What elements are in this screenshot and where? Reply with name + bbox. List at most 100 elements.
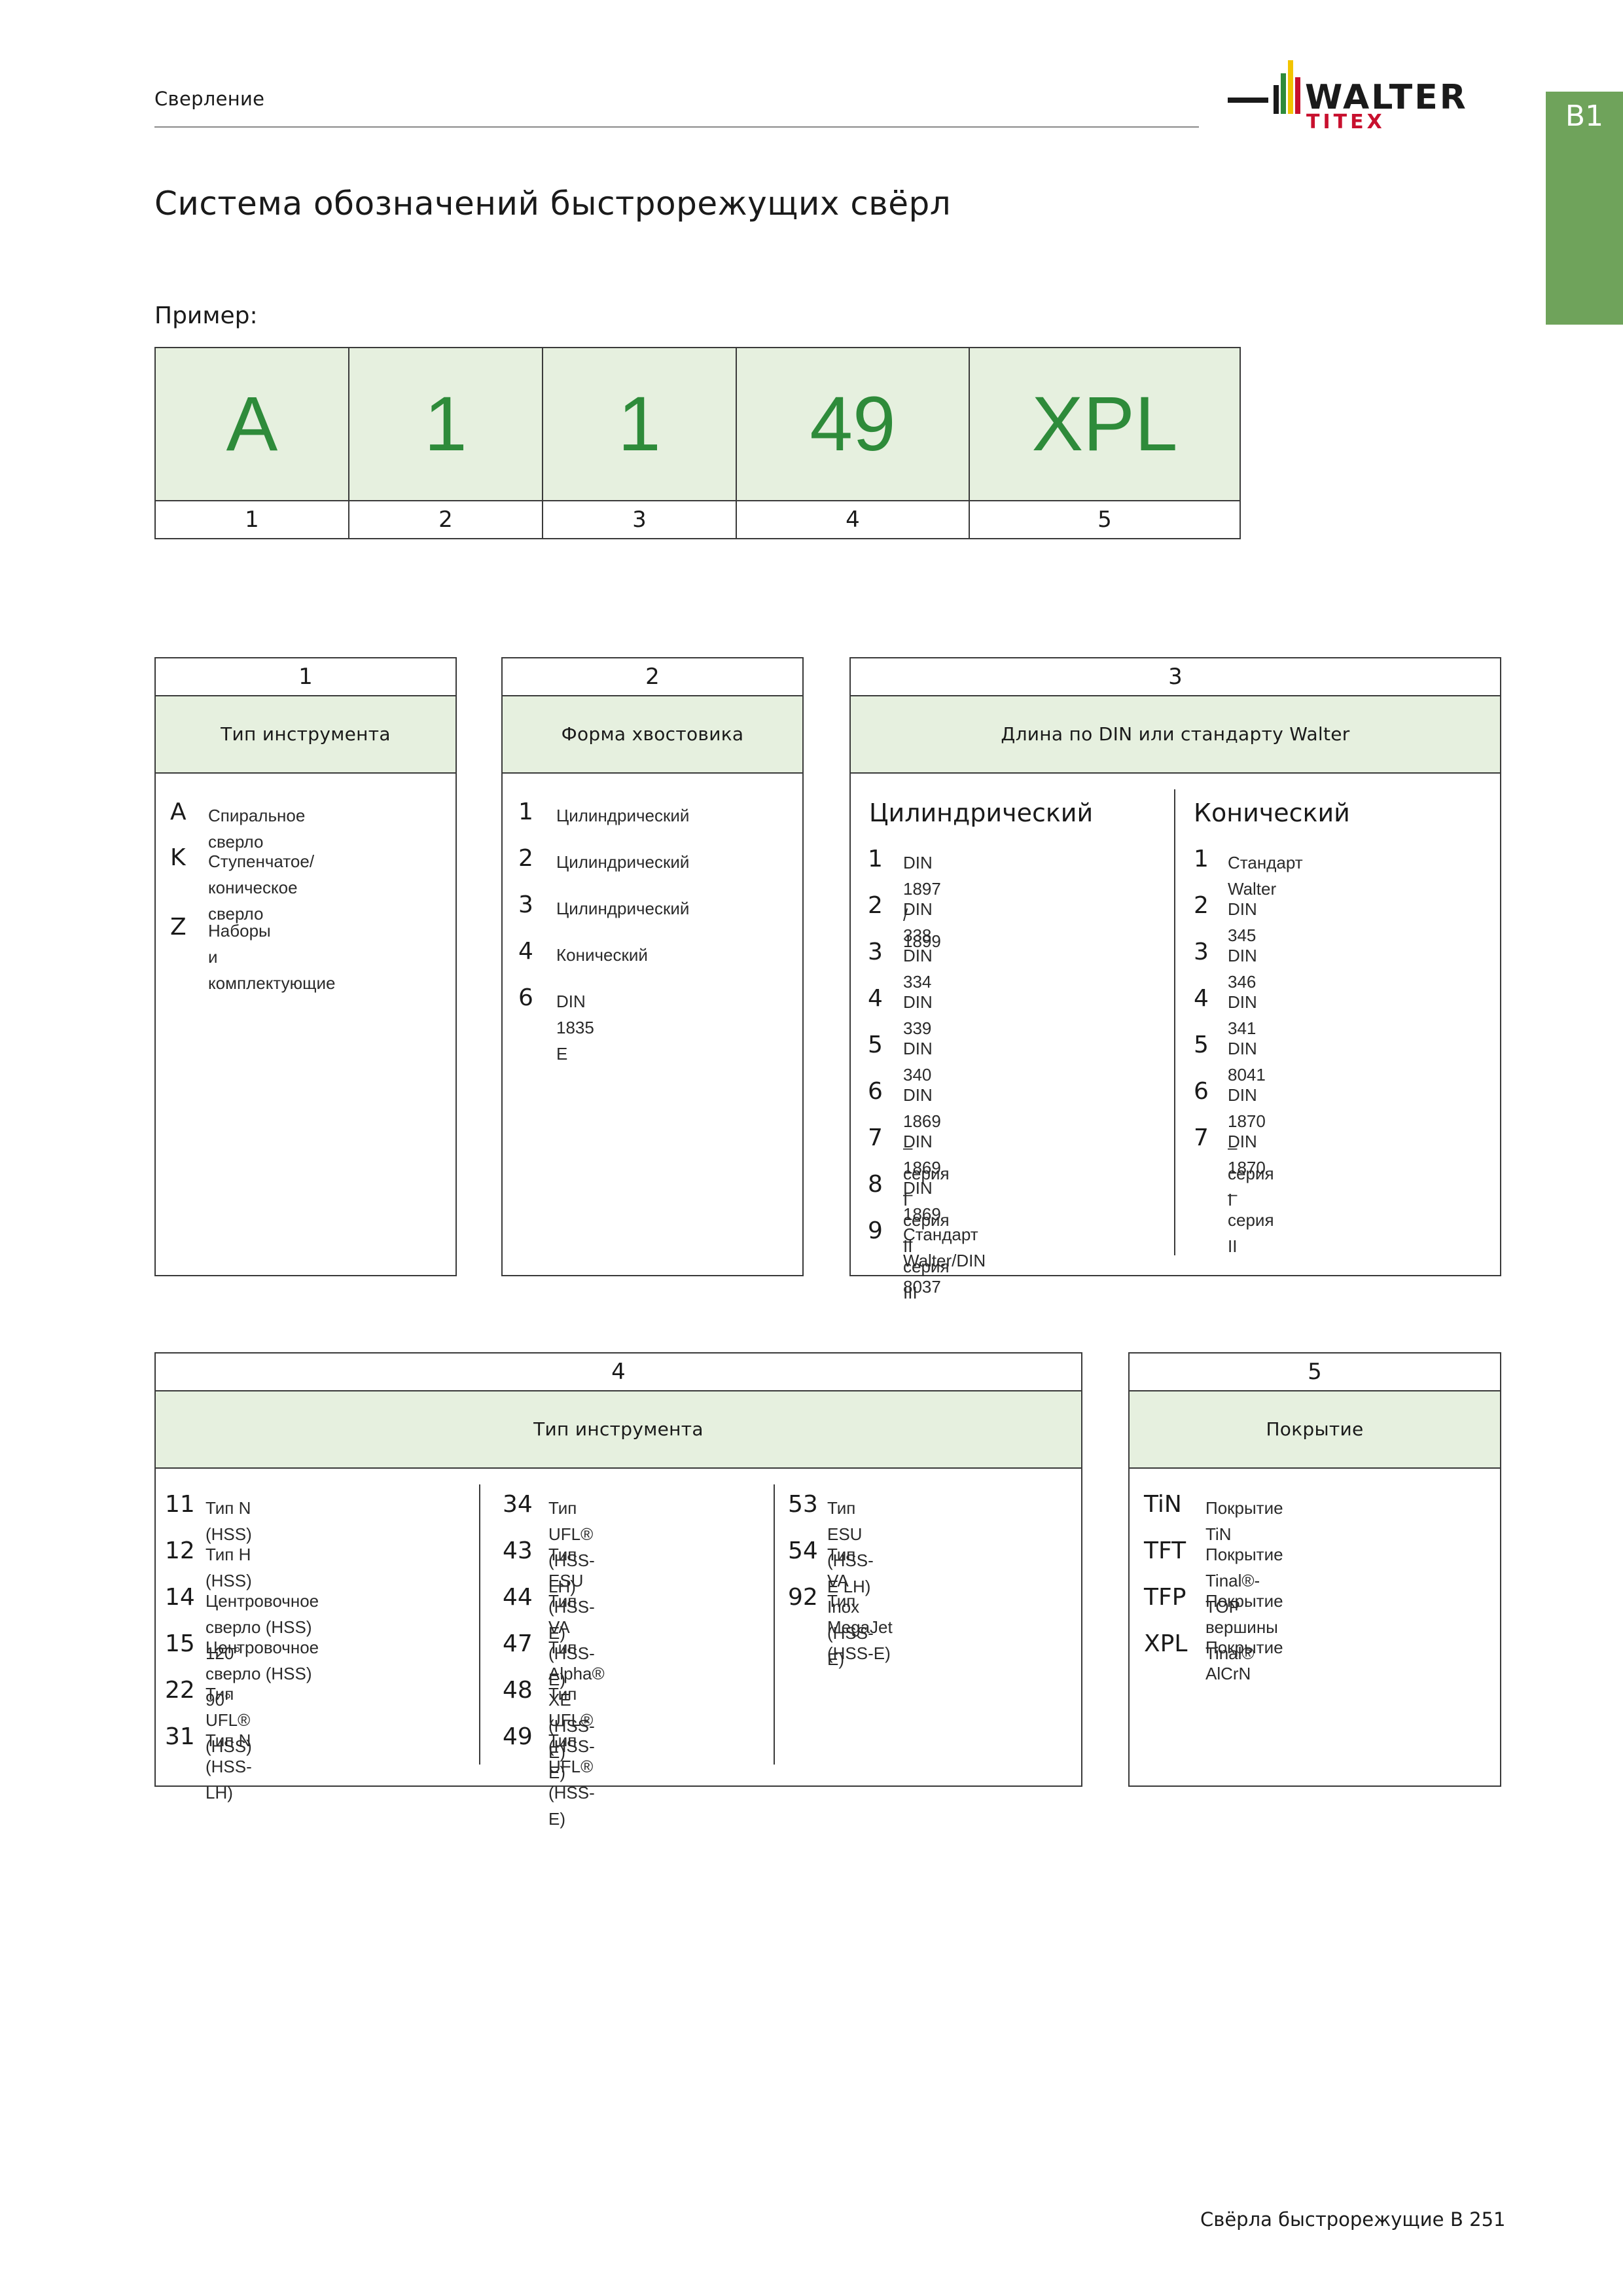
item-label: DIN 346 (1228, 946, 1257, 992)
item-label: Цилиндрический (556, 899, 690, 918)
item-label: Тип VA Inox (HSS-E) (827, 1545, 874, 1669)
box-heading: Тип инструмента (156, 1391, 1081, 1469)
item-label: Покрытие вершины Tinal® (1205, 1591, 1283, 1663)
item-code: 12 (165, 1537, 195, 1564)
item-code: 8 (868, 1171, 883, 1198)
item-code: TiN (1144, 1491, 1182, 1518)
example-index-2: 2 (348, 500, 543, 539)
example-label: Пример: (154, 302, 258, 329)
box-heading: Тип инструмента (156, 696, 455, 774)
item-code: 53 (788, 1491, 818, 1518)
item-label: Тип UFL® (HSS) (205, 1684, 252, 1756)
item-label: Тип UFL® (HSS-E) (548, 1731, 595, 1829)
tool-type-code-box: 4 Тип инструмента 11 Тип N (HSS) 12 Тип H … (154, 1352, 1082, 1829)
column-heading-conical: Конический (1194, 798, 1350, 827)
box-number: 4 (156, 1354, 1081, 1391)
item-code: 2 (868, 892, 883, 919)
item-label-line2: и комплектующие (208, 947, 336, 993)
item-label: Стандарт Walter (1228, 853, 1303, 899)
box-number: 2 (503, 658, 802, 696)
item-code: TFT (1144, 1537, 1186, 1564)
example-code-table: A 1 1 49 XPL 1 2 3 4 5 (154, 347, 1241, 539)
item-label-line2: коническое сверло (208, 878, 298, 924)
item-label: DIN 340 (903, 1039, 933, 1085)
item-label: Тип VA (HSS-E) (548, 1591, 595, 1689)
item-label: Покрытие TiN (1205, 1498, 1283, 1544)
chapter-tab[interactable]: B1 (1546, 92, 1623, 325)
item-label: Наборы (208, 921, 271, 941)
header-divider (154, 126, 1199, 128)
item-label: Тип H (HSS) (205, 1545, 252, 1590)
box-heading: Длина по DIN или стандарту Walter (851, 696, 1500, 774)
item-label: DIN 341 (1228, 992, 1257, 1038)
svg-text:TITEX: TITEX (1306, 111, 1385, 134)
example-code-3: 1 (542, 347, 737, 501)
item-code: 54 (788, 1537, 818, 1564)
box-heading: Покрытие (1130, 1391, 1500, 1469)
item-code: 7 (1194, 1124, 1209, 1151)
item-label: DIN 1897 / 1899 (903, 853, 941, 951)
chapter-tab-label: B1 (1565, 99, 1604, 133)
item-code: XPL (1144, 1630, 1188, 1657)
item-code: 48 (503, 1677, 533, 1704)
svg-text:WALTER: WALTER (1305, 78, 1468, 117)
column-divider (479, 1484, 480, 1765)
item-code: 31 (165, 1723, 195, 1750)
footer-title: Свёрла быстрорежущие (1200, 2208, 1444, 2231)
item-label: DIN 8041 (1228, 1039, 1266, 1085)
item-code: 4 (518, 938, 533, 965)
item-label: Центровочное сверло (HSS) 90° (205, 1638, 319, 1710)
item-label: DIN 1869 – серия I (903, 1085, 950, 1210)
item-code: 43 (503, 1537, 533, 1564)
item-code: 3 (518, 891, 533, 918)
example-code-1: A (154, 347, 349, 501)
item-code: 49 (503, 1723, 533, 1750)
tool-type-box: 1 Тип инструмента A Спиральное сверло K … (154, 657, 457, 1276)
item-code: 3 (868, 939, 883, 965)
item-label: Тип N (HSS) (205, 1498, 252, 1544)
item-code: 1 (1194, 846, 1209, 872)
item-label: Покрытие Tinal®-TOP (1205, 1545, 1283, 1617)
page-number: B 251 (1450, 2208, 1506, 2231)
box-number: 5 (1130, 1354, 1500, 1391)
item-code: 6 (868, 1078, 883, 1105)
item-label: Тип MegaJet (HSS-E) (827, 1591, 893, 1663)
item-code: 2 (518, 845, 533, 872)
item-code: K (170, 844, 186, 871)
box-number: 3 (851, 658, 1500, 696)
item-label: Тип UFL® (HSS-LH) (548, 1498, 595, 1596)
example-index-5: 5 (969, 500, 1241, 539)
item-code: 15 (165, 1630, 195, 1657)
item-code: Z (170, 914, 187, 941)
item-code: 5 (1194, 1031, 1209, 1058)
box-heading: Форма хвостовика (503, 696, 802, 774)
item-code: 5 (868, 1031, 883, 1058)
item-code: 2 (1194, 892, 1209, 919)
item-label: Ступенчатое/ (208, 852, 315, 871)
item-code: 11 (165, 1491, 195, 1518)
column-divider (774, 1484, 775, 1765)
item-label: Тип ESU (HSS-E LH) (827, 1498, 874, 1596)
item-label: DIN 1835 E (556, 992, 594, 1064)
item-label: Цилиндрический (556, 852, 690, 872)
item-label: DIN 334 (903, 946, 933, 992)
column-heading-cylindrical: Цилиндрический (869, 798, 1094, 827)
column-divider (1174, 789, 1175, 1255)
item-code: 34 (503, 1491, 533, 1518)
box-number: 1 (156, 658, 455, 696)
item-label: DIN 1869 – серия II (903, 1132, 950, 1256)
item-label: Стандарт Walter/DIN 8037 (903, 1225, 986, 1297)
item-code: 7 (868, 1124, 883, 1151)
item-label: Цилиндрический (556, 806, 690, 825)
item-code: 14 (165, 1584, 195, 1611)
coating-box: 5 Покрытие TiN Покрытие TiN TFT Покрытие T… (1128, 1352, 1501, 1787)
item-code: 92 (788, 1584, 818, 1611)
item-label: Центровочное сверло (HSS) 120° (205, 1591, 319, 1663)
item-code: 44 (503, 1584, 533, 1611)
section-label: Сверление (154, 88, 265, 110)
item-label: Покрытие AlCrN (1205, 1638, 1283, 1683)
item-code: 1 (868, 846, 883, 872)
item-code: 22 (165, 1677, 195, 1704)
item-code: TFP (1144, 1584, 1186, 1611)
walter-titex-logo: WALTER TITEX (1228, 60, 1468, 134)
